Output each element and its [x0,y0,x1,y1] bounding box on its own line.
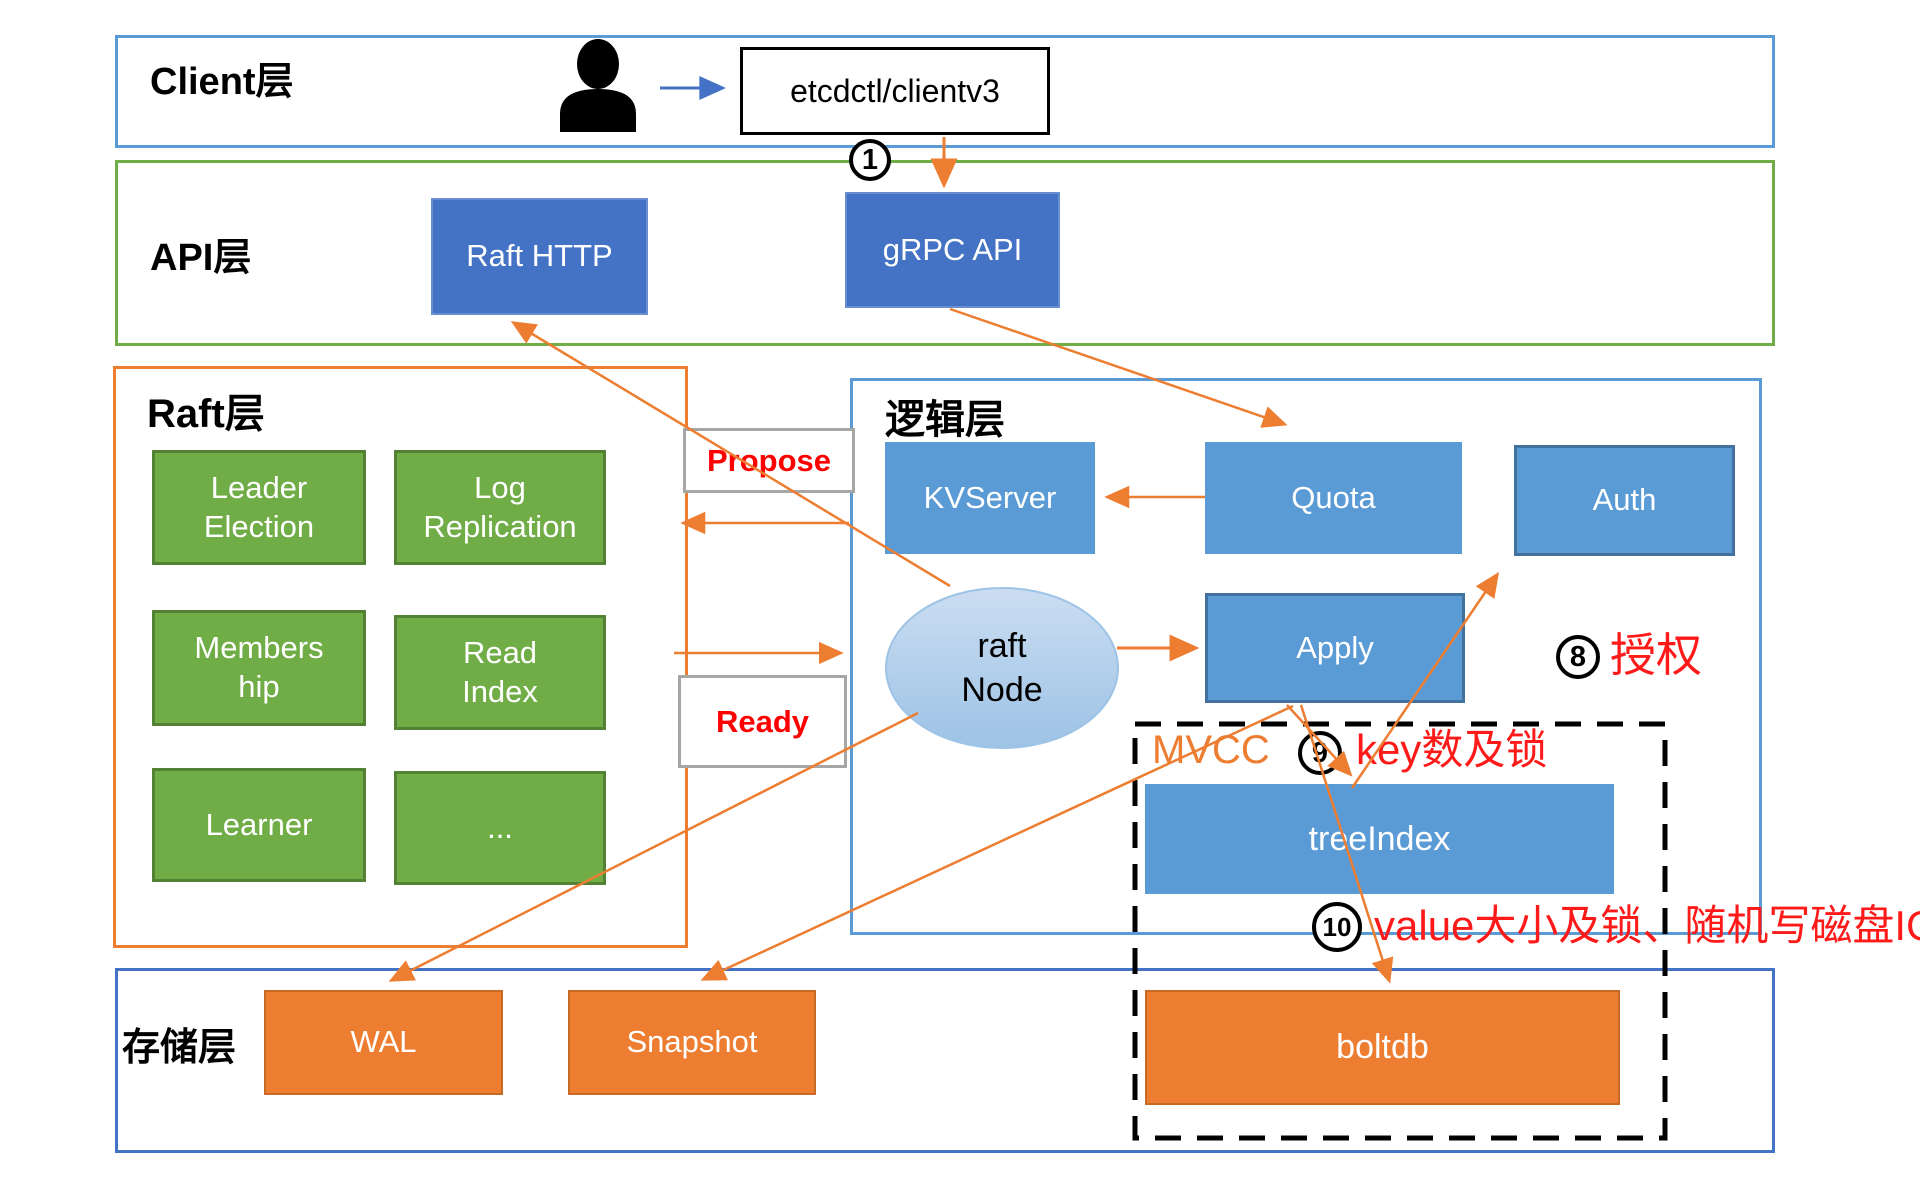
raft-layer-label: Raft层 [147,392,265,436]
grpc-api-box: gRPC API [845,192,1060,308]
step9-text: key数及锁 [1356,726,1548,773]
read-index-box: Read Index [394,615,606,730]
learner-box: Learner [152,768,366,882]
storage-layer-label: 存储层 [122,1027,237,1069]
ready-label-box: Ready [678,675,847,768]
etcdctl-clientv3-box: etcdctl/clientv3 [740,47,1050,135]
client-layer-label: Client层 [150,61,294,103]
leader-election-box: Leader Election [152,450,366,565]
step8-text: 授权 [1610,629,1702,681]
membership-box: Members hip [152,610,366,726]
step9-circle: 9 [1298,731,1342,775]
auth-box: Auth [1514,445,1735,556]
step8-circle: 8 [1556,635,1600,679]
step1-circle: 1 [849,139,891,181]
step10-circle: 10 [1312,902,1362,952]
mvcc-label: MVCC [1152,728,1270,772]
step10-text: value大小及锁、随机写磁盘IO [1374,902,1920,949]
treeindex-box: treeIndex [1145,784,1614,894]
propose-label-box: Propose [683,428,855,493]
kvserver-box: KVServer [885,442,1095,554]
boltdb-box: boltdb [1145,990,1620,1105]
log-replication-box: Log Replication [394,450,606,565]
raft-http-box: Raft HTTP [431,198,648,315]
logic-layer-label: 逻辑层 [885,398,1005,442]
quota-box: Quota [1205,442,1462,554]
snapshot-box: Snapshot [568,990,816,1095]
wal-box: WAL [264,990,503,1095]
api-layer-label: API层 [150,237,252,279]
raft-node-ellipse: raft Node [885,587,1119,749]
apply-box: Apply [1205,593,1465,703]
ellipsis-box: ... [394,771,606,885]
